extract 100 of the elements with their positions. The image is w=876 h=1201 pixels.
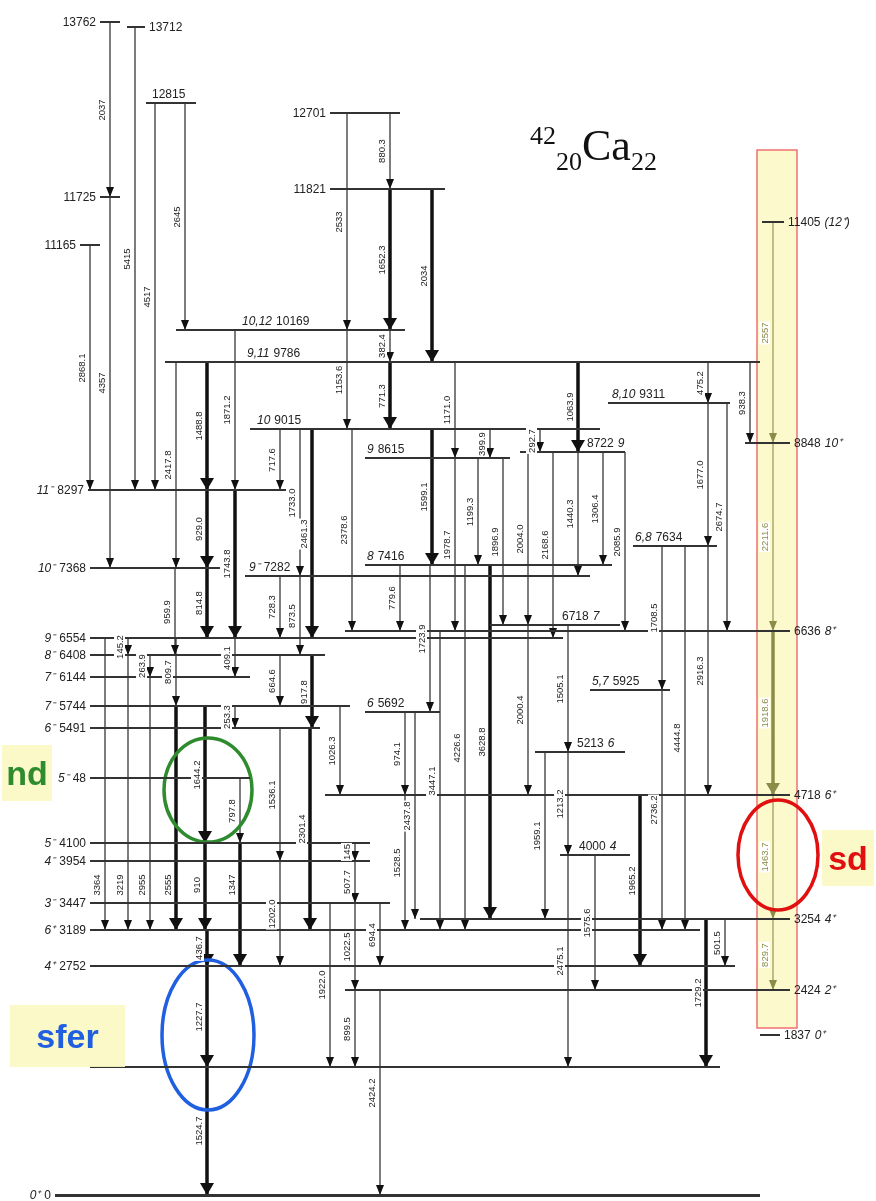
gamma-arrow (436, 630, 444, 931)
transition-energy: 1733.0 (286, 486, 297, 519)
transition-energy: 771.3 (376, 382, 387, 409)
level-energy: 5744 (59, 699, 86, 713)
transition-energy: 5415 (121, 246, 132, 271)
gamma-arrow (461, 564, 469, 931)
gamma-arrow (524, 451, 532, 626)
gamma-arrow (146, 654, 154, 678)
transition-energy: 2417.8 (162, 449, 173, 481)
transition-energy: 1575.6 (581, 906, 592, 939)
transition-energy: 2461.3 (298, 517, 309, 550)
transition-energy: 1524.7 (193, 1115, 204, 1147)
level-energy: 6408 (59, 648, 86, 662)
gamma-arrow (276, 727, 284, 862)
spin-label: 4 (609, 840, 617, 854)
transition-energy: 1896.9 (489, 525, 500, 558)
level-line (90, 1066, 720, 1068)
transition-energy: 4226.6 (451, 731, 462, 764)
level-energy: 7634 (655, 531, 683, 545)
level-energy: 7368 (59, 561, 86, 575)
gamma-arrow (574, 451, 582, 577)
spin-label: 6 (367, 697, 374, 711)
transition-energy: 910 (191, 876, 202, 894)
gamma-arrow (599, 451, 607, 566)
level-energy: 4718 (794, 788, 821, 802)
gamma-arrow (769, 221, 777, 444)
transition-energy: 436.7 (193, 935, 204, 961)
gamma-arrow (401, 711, 409, 796)
gamma-arrow (276, 428, 284, 491)
transition-energy: 664.6 (266, 667, 277, 694)
transition-energy: 2000.4 (514, 694, 525, 726)
transition-energy: 728.3 (266, 594, 277, 620)
gamma-arrow (633, 795, 647, 966)
gamma-arrow (131, 26, 139, 491)
transition-energy: 2004.0 (514, 522, 525, 555)
gamma-arrow (231, 705, 239, 729)
transition-energy: 1918.6 (759, 697, 770, 729)
transition-energy: 779.6 (386, 585, 397, 611)
gamma-arrow (483, 565, 497, 919)
gamma-arrow (198, 706, 212, 843)
spin-label: 5⁻ (57, 771, 69, 785)
spin-label: (12⁺) (824, 215, 850, 229)
region-tag: sd (822, 830, 874, 886)
gamma-arrow (376, 902, 384, 967)
gamma-arrow (451, 457, 459, 632)
transition-energy: 2475.1 (554, 945, 565, 977)
transition-energy: 2085.9 (611, 525, 622, 558)
spin-label: 8⁻ (44, 648, 56, 662)
level-energy: 10169 (276, 315, 310, 329)
transition-energy: 1063.9 (564, 391, 575, 423)
gamma-arrow (231, 637, 239, 678)
spin-label: 9⁻ (44, 631, 56, 645)
gamma-arrow (336, 705, 344, 796)
gamma-arrow (524, 624, 532, 796)
transition-energy: 829.7 (759, 941, 770, 968)
gamma-arrow (198, 843, 212, 930)
level-energy: 3954 (59, 854, 86, 868)
spin-label: 6⁻ (44, 721, 56, 735)
spin-label: 3⁻ (44, 896, 56, 910)
transition-energy: 1488.8 (193, 410, 204, 442)
transition-energy: 3364 (91, 873, 102, 897)
transition-energy: 4357 (96, 370, 107, 395)
transition-energy: 1959.1 (531, 819, 542, 852)
transition-energy: 1171.0 (441, 394, 452, 426)
transition-energy: 2378.6 (338, 514, 349, 546)
transition-energy: 4444.8 (671, 722, 682, 754)
transition-energy: 145 (341, 843, 352, 861)
transition-energy: 1965.2 (626, 864, 637, 897)
gamma-arrow (376, 989, 384, 1196)
spin-label: 11⁻ (36, 483, 54, 497)
transition-energy: 1644.2 (191, 758, 202, 791)
spin-label: 9⁻ (249, 561, 260, 575)
spin-label: 10⁺ (824, 436, 843, 450)
transition-energy: 929.0 (193, 516, 204, 542)
transition-energy: 1743.8 (221, 548, 232, 580)
gamma-arrow (681, 545, 689, 931)
transition-energy: 409.1 (221, 644, 232, 671)
transition-energy: 507.7 (341, 869, 352, 895)
transition-energy: 1922.0 (316, 969, 327, 1001)
gamma-arrow (451, 361, 459, 459)
transition-energy: 263.9 (136, 653, 147, 679)
level-energy: 9015 (274, 414, 302, 428)
spin-label: 0⁺ (814, 1028, 826, 1042)
gamma-arrow (106, 196, 114, 569)
transition-energy: 2736.2 (648, 794, 659, 826)
transition-energy: 2424.2 (366, 1076, 377, 1109)
level-energy: 8722 (587, 437, 614, 451)
gamma-arrow (303, 728, 317, 930)
transition-energy: 2916.3 (694, 654, 705, 687)
transition-energy: 1652.3 (376, 243, 387, 276)
gamma-arrow (276, 654, 284, 707)
transition-energy: 694.4 (366, 921, 377, 948)
transition-energy: 1213.2 (554, 787, 565, 820)
gamma-arrow (171, 567, 179, 656)
gamma-arrow (564, 854, 572, 1068)
gamma-arrow (351, 902, 359, 991)
transition-energy: 1153.6 (333, 364, 344, 395)
level-energy: 13712 (149, 20, 183, 34)
spin-label: 0⁺ (29, 1188, 41, 1201)
gamma-arrow (200, 966, 214, 1067)
